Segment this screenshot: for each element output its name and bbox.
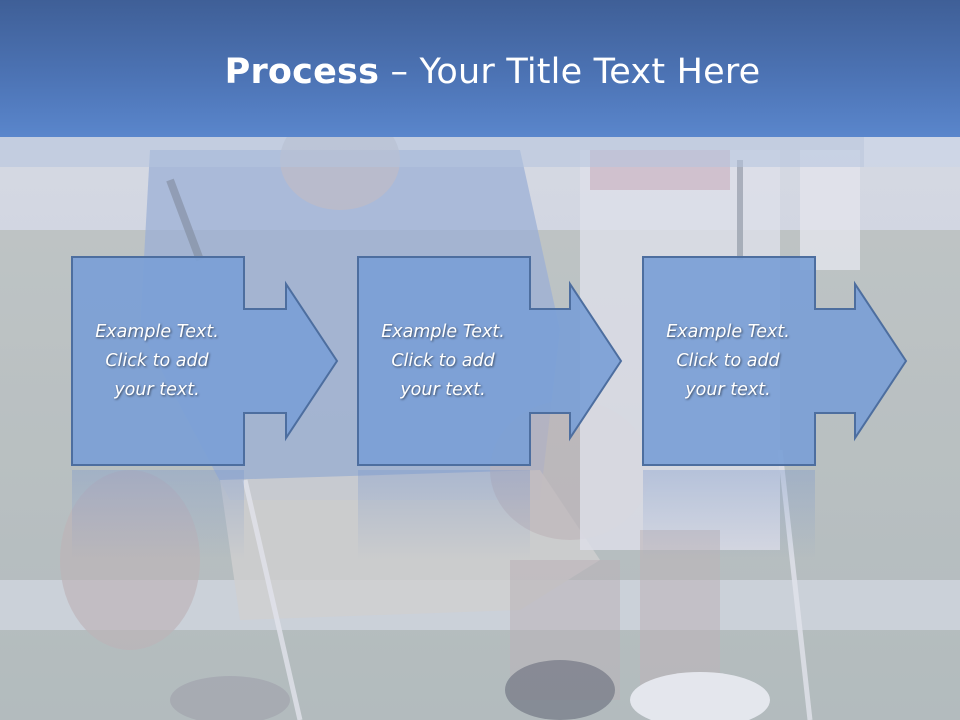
step-1-reflection [72, 470, 244, 560]
title-rest: Your Title Text Here [419, 52, 761, 92]
step-2-shape [357, 256, 623, 466]
step-3-reflection [643, 470, 815, 560]
step-3-text: Example Text. Click to add your text. [666, 321, 790, 400]
slide-title[interactable]: Process – Your Title Text Here [0, 52, 960, 92]
title-strip [0, 137, 864, 167]
step-1-text: Example Text. Click to add your text. [95, 321, 219, 400]
step-3-shape [642, 256, 908, 466]
step-1-shape [71, 256, 339, 466]
title-strip-end [864, 137, 960, 167]
process-step-3[interactable]: Example Text. Click to add your text. [642, 256, 960, 468]
title-bar [0, 0, 960, 137]
process-step-2[interactable]: Example Text. Click to add your text. [357, 256, 697, 468]
step-2-text: Example Text. Click to add your text. [381, 321, 505, 400]
process-step-1[interactable]: Example Text. Click to add your text. [71, 256, 411, 468]
step-2-reflection [358, 470, 530, 560]
title-bold: Process [224, 52, 380, 92]
title-dash: – [379, 52, 420, 92]
